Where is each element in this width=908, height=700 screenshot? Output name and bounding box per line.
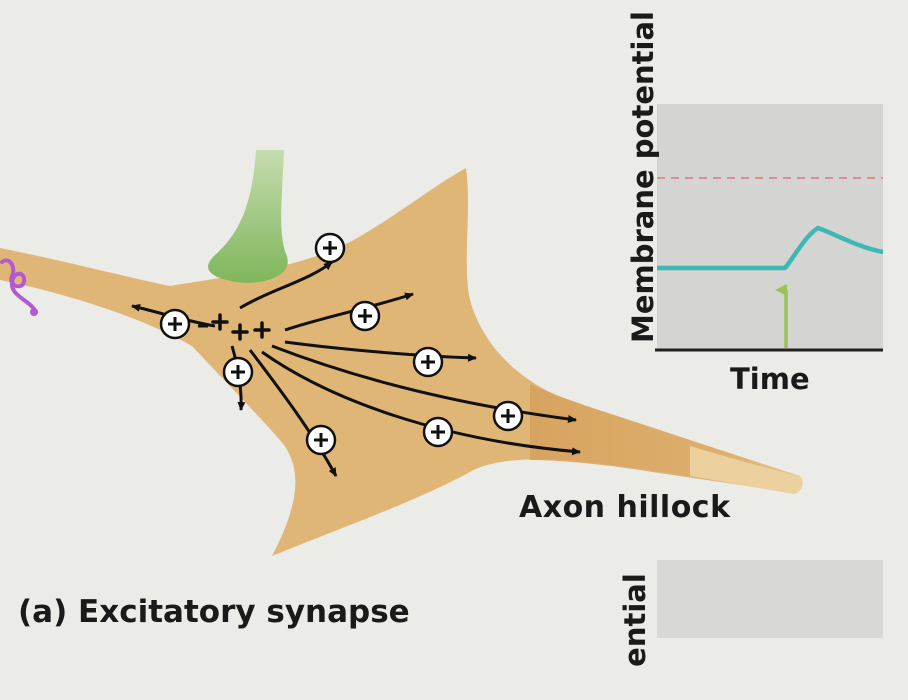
circle-plus-icon [314,232,346,264]
positive-ions [159,232,524,456]
arrow-right-4 [261,350,581,456]
purple-dendrite [0,258,38,314]
figure-caption: (a) Excitatory synapse [18,594,410,630]
second-graph-background [657,560,883,638]
axon-highlight [690,446,803,494]
axon-hillock-label: Axon hillock [519,490,731,525]
arrow-up-right [239,260,333,310]
graph-background [657,104,883,350]
circle-plus-icon [349,300,381,332]
second-y-axis-label: ential [618,573,652,667]
circle-plus-icon [492,400,524,432]
purple-dendrite-end [30,308,38,316]
ion-flow-arrows [131,260,581,477]
arrow-right-1 [284,292,414,332]
membrane-potential-trace [657,225,884,271]
x-axis-label: Time [730,362,810,396]
presynaptic-terminal [208,150,288,283]
circle-plus-icon [422,416,454,448]
y-axis-label: Membrane potential [626,11,660,343]
circle-plus-icon [159,308,191,340]
arrow-right-2 [284,340,477,362]
circle-plus-icon [305,424,337,456]
arrow-right-3 [271,344,577,423]
arrow-down-2 [248,349,338,477]
membrane-potential-graph [655,104,884,352]
circle-plus-icon [222,356,254,388]
circle-plus-icon [412,346,444,378]
excitatory-synapse-diagram [0,104,884,638]
plus-icon [211,313,271,341]
